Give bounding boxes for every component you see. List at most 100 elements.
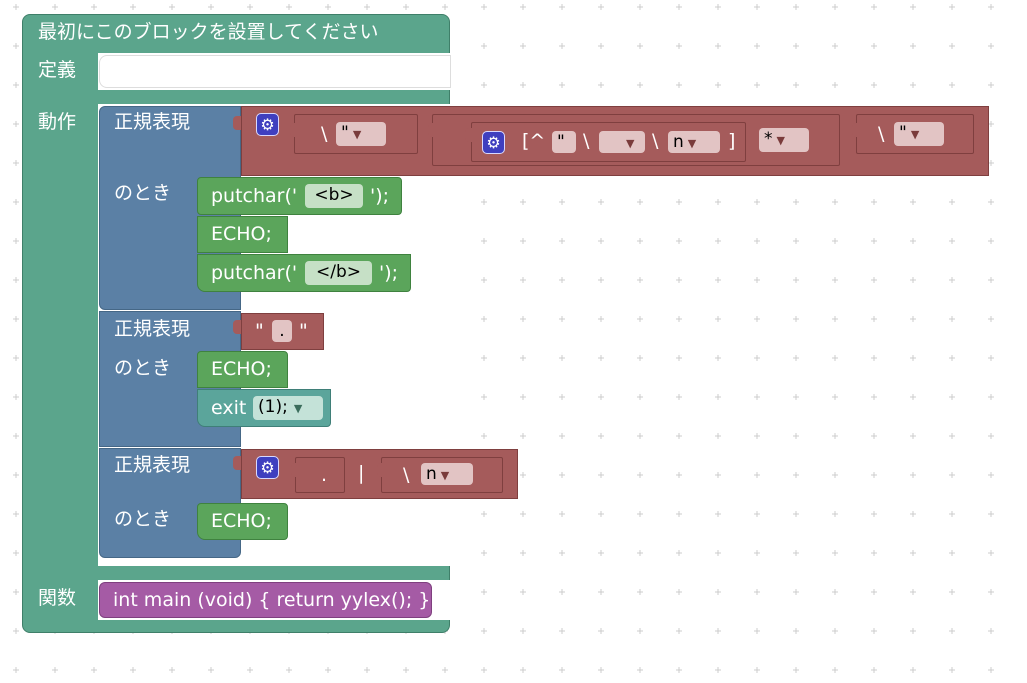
grid-plus (481, 628, 487, 634)
grid-plus (13, 550, 19, 556)
grid-plus (559, 433, 565, 439)
grid-plus (13, 4, 19, 10)
grid-plus (949, 82, 955, 88)
grid-plus (754, 238, 760, 244)
grid-plus (988, 238, 994, 244)
rule2-exit-dropdown[interactable]: (1);▼ (253, 396, 323, 420)
grid-plus (871, 4, 877, 10)
gear-icon[interactable]: ⚙ (256, 456, 279, 479)
gear-icon[interactable]: ⚙ (482, 131, 505, 154)
grid-plus (910, 667, 916, 673)
rule1-action-putchar-close[interactable] (197, 254, 411, 292)
rule3-escape: \ (403, 464, 410, 486)
grid-plus (871, 550, 877, 556)
grid-plus (520, 472, 526, 478)
grid-plus (988, 433, 994, 439)
rule2-char-value[interactable]: . (272, 320, 292, 342)
rule2-action-echo[interactable] (197, 351, 288, 388)
dropdown-arrow-icon: ▼ (776, 134, 785, 147)
grid-plus (598, 394, 604, 400)
rule1-action1-value[interactable]: <b> (305, 184, 363, 208)
definitions-input[interactable] (99, 55, 451, 88)
grid-plus (559, 199, 565, 205)
rule1-group1-char-dropdown[interactable]: "▼ (336, 122, 386, 146)
grid-plus (13, 316, 19, 322)
grid-plus (832, 511, 838, 517)
grid-plus (247, 667, 253, 673)
grid-plus (910, 511, 916, 517)
grid-plus (559, 277, 565, 283)
grid-plus (481, 550, 487, 556)
grid-plus (676, 4, 682, 10)
grid-plus (676, 511, 682, 517)
main-block-header: 最初にこのブロックを設置してください (38, 21, 379, 43)
rule3-option-any[interactable] (295, 457, 345, 493)
grid-plus (871, 433, 877, 439)
grid-plus (13, 238, 19, 244)
grid-plus (481, 43, 487, 49)
grid-plus (715, 238, 721, 244)
rule1-class-escape2: \ (652, 130, 659, 152)
grid-plus (442, 667, 448, 673)
grid-plus (715, 589, 721, 595)
grid-plus (559, 589, 565, 595)
rule1-action-echo[interactable] (197, 216, 288, 253)
grid-plus (988, 4, 994, 10)
rule1-class-item3-dropdown[interactable]: n▼ (668, 131, 720, 153)
grid-plus (169, 4, 175, 10)
rule1-char-class-connector (465, 128, 473, 142)
grid-plus (988, 316, 994, 322)
rule3-char-dropdown[interactable]: n▼ (421, 463, 473, 485)
grid-plus (13, 628, 19, 634)
rule1-group2-connector (428, 123, 436, 137)
rule1-action3-value[interactable]: </b> (305, 261, 372, 285)
grid-plus (520, 4, 526, 10)
rule1-group3-char: " (899, 123, 907, 143)
rule1-char-class[interactable] (471, 122, 746, 162)
grid-plus (949, 355, 955, 361)
rule1-group3-char-dropdown[interactable]: "▼ (894, 122, 944, 146)
grid-plus (637, 43, 643, 49)
rule3-or-symbol: | (358, 462, 365, 484)
grid-plus (988, 43, 994, 49)
gear-icon[interactable]: ⚙ (256, 113, 279, 136)
rule2-exit-value: (1); (258, 397, 288, 417)
rule1-class-item2-dropdown[interactable]: ▼ (599, 131, 645, 153)
grid-plus (520, 589, 526, 595)
grid-plus (637, 394, 643, 400)
grid-plus (130, 667, 136, 673)
grid-plus (520, 199, 526, 205)
grid-plus (832, 4, 838, 10)
functions-label: 関数 (38, 587, 77, 609)
rule1-group2[interactable] (432, 114, 840, 166)
grid-plus (481, 82, 487, 88)
rule1-group1-escape: \ (321, 123, 328, 145)
rule3-action-echo[interactable] (197, 503, 288, 540)
rule2-action2-prefix: exit (211, 397, 247, 419)
grid-plus (676, 394, 682, 400)
grid-plus (988, 628, 994, 634)
rule1-class-item1[interactable]: " (552, 131, 576, 153)
grid-plus (637, 550, 643, 556)
function-code-text: int main (void) { return yylex(); } (113, 589, 431, 611)
rule1-action-putchar-open[interactable] (197, 177, 402, 215)
grid-plus (169, 667, 175, 673)
actions-label: 動作 (38, 111, 77, 133)
grid-plus (520, 511, 526, 517)
definitions-label: 定義 (38, 59, 77, 81)
grid-plus (13, 589, 19, 595)
grid-plus (715, 394, 721, 400)
grid-plus (520, 277, 526, 283)
grid-plus (793, 472, 799, 478)
grid-plus (715, 82, 721, 88)
grid-plus (910, 589, 916, 595)
grid-plus (949, 43, 955, 49)
rule1-group3-escape: \ (878, 123, 885, 145)
rule1-repeat-dropdown[interactable]: *▼ (759, 128, 809, 152)
grid-plus (676, 355, 682, 361)
rule1-class-escape1: \ (583, 130, 590, 152)
function-code-block[interactable] (99, 582, 432, 618)
grid-plus (481, 199, 487, 205)
grid-plus (988, 511, 994, 517)
grid-plus (754, 667, 760, 673)
